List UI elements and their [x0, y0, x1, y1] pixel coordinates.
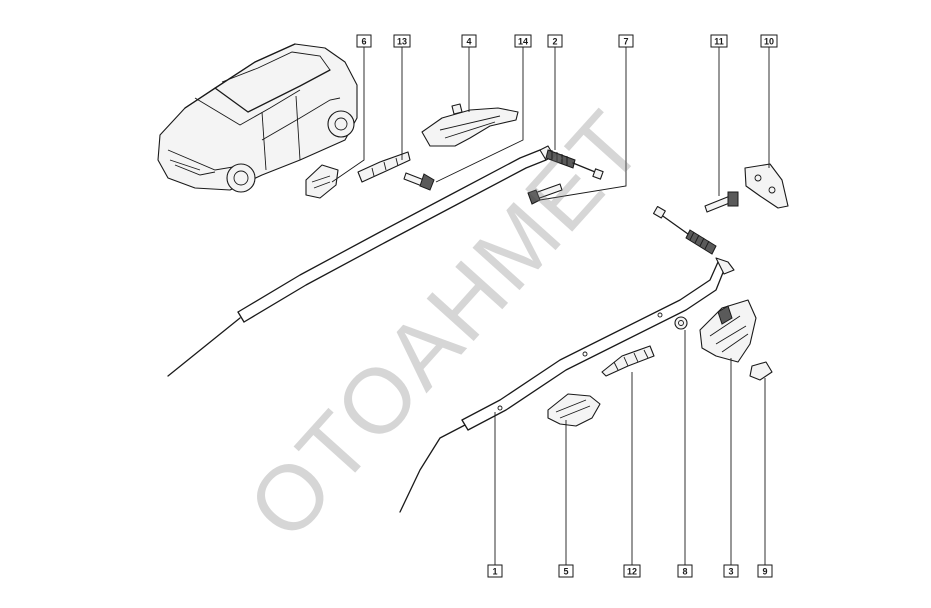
- callout-1: 1: [487, 564, 503, 578]
- callout-label: 13: [397, 37, 407, 47]
- upper-cable-assembly: [167, 145, 604, 377]
- callout-label: 14: [518, 37, 528, 47]
- callout-3: 3: [723, 564, 739, 578]
- callout-label: 11: [714, 37, 724, 47]
- part-11-rivet: [704, 191, 739, 213]
- part-7-bolt: [527, 183, 563, 205]
- callout-label: 2: [552, 37, 557, 47]
- callout-7: 7: [618, 34, 634, 48]
- callout-label: 5: [563, 567, 568, 577]
- part-12-trim: [601, 345, 655, 377]
- callout-label: 6: [361, 37, 366, 47]
- part-10-plate: [744, 163, 789, 209]
- callout-8: 8: [677, 564, 693, 578]
- callout-label: 7: [623, 37, 628, 47]
- car-illustration: [157, 43, 358, 193]
- callout-label: 4: [466, 37, 471, 47]
- part-6-bracket: [305, 164, 339, 199]
- callout-12: 12: [623, 564, 641, 578]
- callout-10: 10: [760, 34, 778, 48]
- callout-14: 14: [514, 34, 532, 48]
- part-8-nut: [674, 316, 688, 330]
- callout-label: 8: [682, 567, 687, 577]
- callout-label: 12: [627, 567, 637, 577]
- callout-label: 1: [492, 567, 497, 577]
- callout-5: 5: [558, 564, 574, 578]
- callout-13: 13: [393, 34, 411, 48]
- callout-4: 4: [461, 34, 477, 48]
- callout-2: 2: [547, 34, 563, 48]
- callout-label: 10: [764, 37, 774, 47]
- part-5-support: [547, 393, 601, 427]
- callout-11: 11: [710, 34, 728, 48]
- part-4-guide: [421, 103, 519, 147]
- part-13-clip: [357, 151, 411, 183]
- callout-label: 9: [762, 567, 767, 577]
- callout-label: 3: [728, 567, 733, 577]
- callout-9: 9: [757, 564, 773, 578]
- callout-6: 6: [356, 34, 372, 48]
- part-9-grommet: [749, 361, 773, 381]
- lower-cable-assembly: [399, 205, 735, 513]
- part-14-pin: [403, 172, 435, 191]
- part-3-lever-housing: [699, 299, 757, 363]
- leader-lines: [331, 47, 770, 566]
